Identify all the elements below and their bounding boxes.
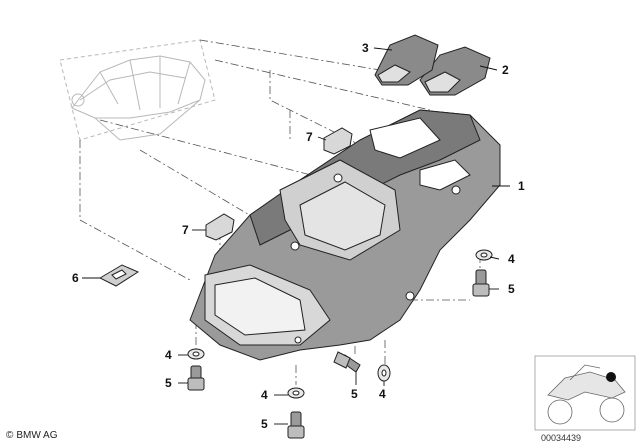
- callout-5-bottom: 5: [261, 417, 268, 431]
- copyright-icon: ©: [6, 430, 14, 441]
- leader-lines: [82, 47, 510, 425]
- callout-4-bottom: 4: [261, 388, 268, 402]
- bolt-icon: [187, 269, 490, 439]
- callout-3: 3: [362, 41, 369, 55]
- callout-4-left: 4: [165, 348, 172, 362]
- callout-7-upper: 7: [306, 130, 313, 144]
- grab-handle-left: [374, 34, 439, 86]
- callout-6: 6: [72, 271, 79, 285]
- motorcycle-thumbnail: [534, 355, 636, 431]
- bracket-lower: [205, 213, 235, 241]
- callout-4-washer: 4: [379, 387, 386, 401]
- copyright-notice: © BMW AG: [6, 430, 58, 441]
- tail-fairing: [189, 109, 501, 361]
- document-number: 00034439: [541, 433, 582, 443]
- washer-icon: [187, 249, 493, 399]
- callout-4-right: 4: [508, 252, 515, 266]
- callout-1: 1: [518, 179, 525, 193]
- callout-5-right: 5: [508, 282, 515, 296]
- callout-labels: 1 2 3 4 4 4 4 5 5 5 5 6 7 7: [72, 41, 525, 431]
- speed-nut: [98, 264, 140, 287]
- location-marker-icon: [606, 372, 616, 382]
- callout-7-lower: 7: [182, 223, 189, 237]
- frame-ghost-illustration: [59, 39, 216, 141]
- callout-5-left: 5: [165, 376, 172, 390]
- brand-name: BMW AG: [16, 430, 58, 441]
- callout-5-screw: 5: [351, 387, 358, 401]
- callout-2: 2: [502, 63, 509, 77]
- bracket-upper: [323, 127, 353, 155]
